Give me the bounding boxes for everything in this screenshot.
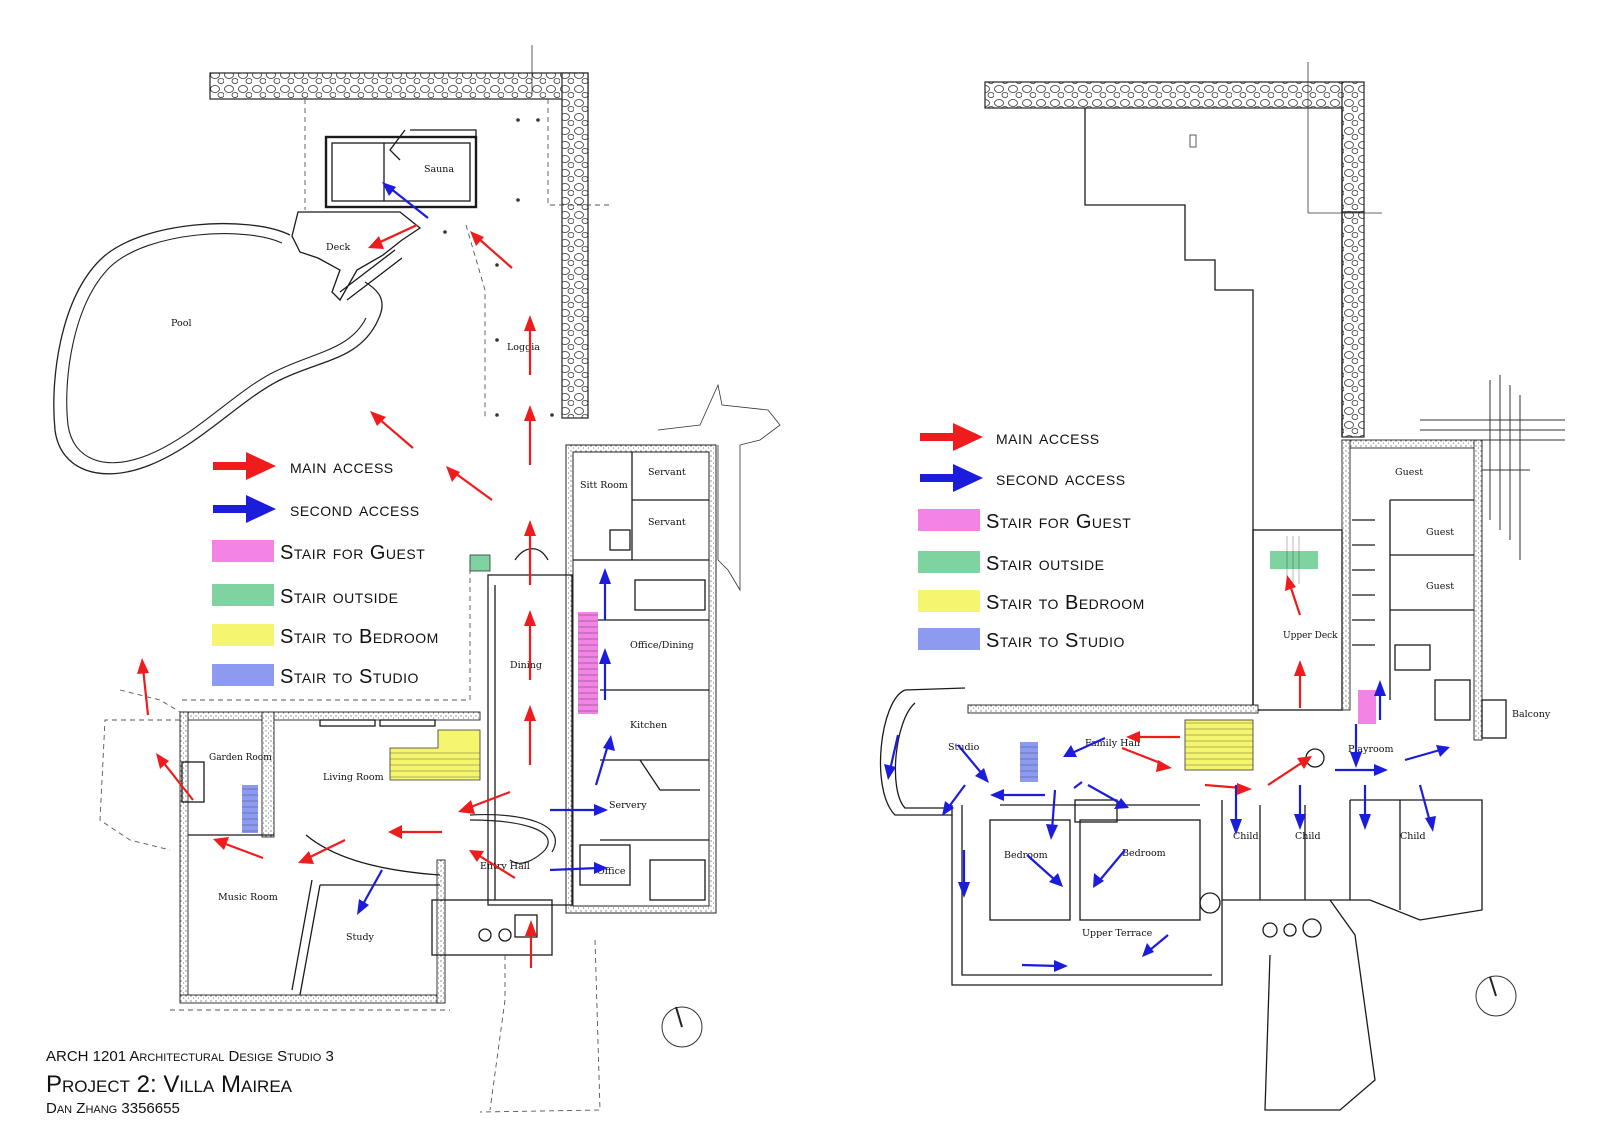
room-studio: Studio	[948, 742, 980, 753]
room-sauna: Sauna	[424, 164, 454, 175]
title-block: ARCH 1201 Architectural Desige Studio 3 …	[46, 1048, 334, 1117]
upper-arrowheads	[884, 575, 1450, 972]
second-access-arrows-ground	[361, 187, 610, 907]
guest-wing	[1341, 439, 1483, 741]
room-servery: Servery	[609, 800, 647, 811]
course-title: ARCH 1201 Architectural Desige Studio 3	[46, 1048, 334, 1065]
svg-text:Stair to Studio: Stair to Studio	[280, 666, 419, 688]
loggia-posts	[443, 118, 554, 417]
svg-text:second access: second access	[996, 468, 1126, 490]
upper-floor-plan: Guest Guest Guest Upper Deck Balcony Stu…	[879, 62, 1565, 1111]
room-balcony: Balcony	[1512, 709, 1551, 720]
room-study: Study	[346, 932, 375, 943]
upper-main-block	[879, 687, 1483, 1111]
ground-room-labels: Sauna Deck Pool Loggia Sitt Room Servant…	[171, 164, 694, 943]
room-sitt-room: Sitt Room	[580, 480, 628, 491]
main-access-arrows-ground	[141, 224, 533, 968]
second-access-arrows-upper	[888, 690, 1441, 968]
room-family-hall: Family Hall	[1085, 738, 1140, 749]
room-child-3: Child	[1400, 831, 1426, 842]
svg-text:main access: main access	[290, 456, 394, 478]
room-bedroom-2: Bedroom	[1122, 848, 1166, 859]
ground-floor-plan: Sauna Deck Pool Loggia Sitt Room Servant…	[53, 45, 781, 1113]
room-garden-room: Garden Room	[209, 753, 272, 763]
room-deck: Deck	[326, 242, 351, 253]
legend-stair-outside-upper: Stair outside	[918, 551, 1104, 575]
roof-outline	[1084, 108, 1343, 711]
svg-text:second access: second access	[290, 499, 420, 521]
stone-wall-right-upper	[1341, 81, 1365, 213]
legend-stair-bedroom-upper: Stair to Bedroom	[918, 590, 1145, 614]
legend-stair-studio-upper: Stair to Studio	[918, 628, 1125, 652]
legend-second-access-upper: second access	[920, 464, 1126, 492]
room-guest-1: Guest	[1395, 467, 1423, 478]
pergola	[1420, 375, 1565, 560]
stone-wall-right	[561, 72, 589, 419]
legend-stair-guest-upper: Stair for Guest	[918, 509, 1131, 533]
deck	[291, 211, 422, 302]
stone-wall-top	[209, 72, 589, 100]
room-pool: Pool	[171, 318, 191, 329]
room-child-1: Child	[1233, 831, 1259, 842]
svg-text:Stair outside: Stair outside	[986, 553, 1104, 575]
room-guest-3: Guest	[1426, 581, 1454, 592]
service-yard	[657, 383, 781, 592]
stair-for-guest-upper	[1358, 690, 1376, 724]
balcony-structure	[1481, 699, 1507, 739]
room-loggia: Loggia	[507, 342, 540, 353]
room-music-room: Music Room	[218, 892, 278, 903]
legend-upper: main access second access Stair for Gues…	[918, 423, 1145, 652]
living-block	[99, 689, 601, 1113]
svg-text:Stair to Bedroom: Stair to Bedroom	[280, 626, 439, 648]
legend-ground: main access second access Stair for Gues…	[212, 452, 439, 688]
legend-stair-bedroom-ground: Stair to Bedroom	[212, 624, 439, 648]
legend-stair-outside-ground: Stair outside	[212, 584, 398, 608]
legend-main-access-ground: main access	[213, 452, 394, 480]
stone-wall-top-upper	[984, 81, 1351, 109]
sauna-building	[324, 129, 478, 209]
room-entry-hall: Entry Hall	[480, 861, 530, 872]
room-servant-1: Servant	[648, 467, 686, 478]
room-child-2: Child	[1295, 831, 1321, 842]
room-servant-2: Servant	[648, 517, 686, 528]
room-playroom: Playroom	[1348, 744, 1393, 755]
svg-text:Stair to Bedroom: Stair to Bedroom	[986, 592, 1145, 614]
svg-text:Stair to Studio: Stair to Studio	[986, 630, 1125, 652]
room-kitchen: Kitchen	[630, 720, 667, 731]
room-upper-deck: Upper Deck	[1283, 631, 1338, 641]
legend-stair-studio-ground: Stair to Studio	[212, 664, 419, 688]
room-dining: Dining	[510, 660, 542, 671]
svg-text:Stair for Guest: Stair for Guest	[280, 542, 425, 564]
room-bedroom-1: Bedroom	[1004, 850, 1048, 861]
author-line: Dan Zhang 3356655	[46, 1100, 180, 1117]
north-arrow-ground	[661, 1006, 703, 1048]
room-office: Office	[597, 866, 626, 877]
main-house	[469, 548, 573, 906]
room-living-room: Living Room	[323, 772, 384, 783]
room-office-dining: Office/Dining	[630, 640, 694, 651]
legend-main-access-upper: main access	[920, 423, 1100, 451]
ground-arrowheads	[137, 182, 615, 936]
legend-stair-guest-ground: Stair for Guest	[212, 540, 425, 564]
pool-outline	[53, 222, 383, 475]
north-arrow-upper	[1475, 975, 1517, 1017]
svg-text:Stair outside: Stair outside	[280, 586, 398, 608]
service-wing	[565, 444, 717, 914]
project-title: Project 2: Villa Mairea	[46, 1071, 293, 1098]
svg-text:Stair for Guest: Stair for Guest	[986, 511, 1131, 533]
room-guest-2: Guest	[1426, 527, 1454, 538]
upper-room-labels: Guest Guest Guest Upper Deck Balcony Stu…	[948, 467, 1551, 939]
svg-text:main access: main access	[996, 427, 1100, 449]
room-upper-terrace: Upper Terrace	[1082, 928, 1153, 939]
legend-second-access-ground: second access	[213, 495, 420, 523]
ground-access-arrows	[141, 187, 610, 968]
upper-access-arrows	[888, 584, 1441, 968]
